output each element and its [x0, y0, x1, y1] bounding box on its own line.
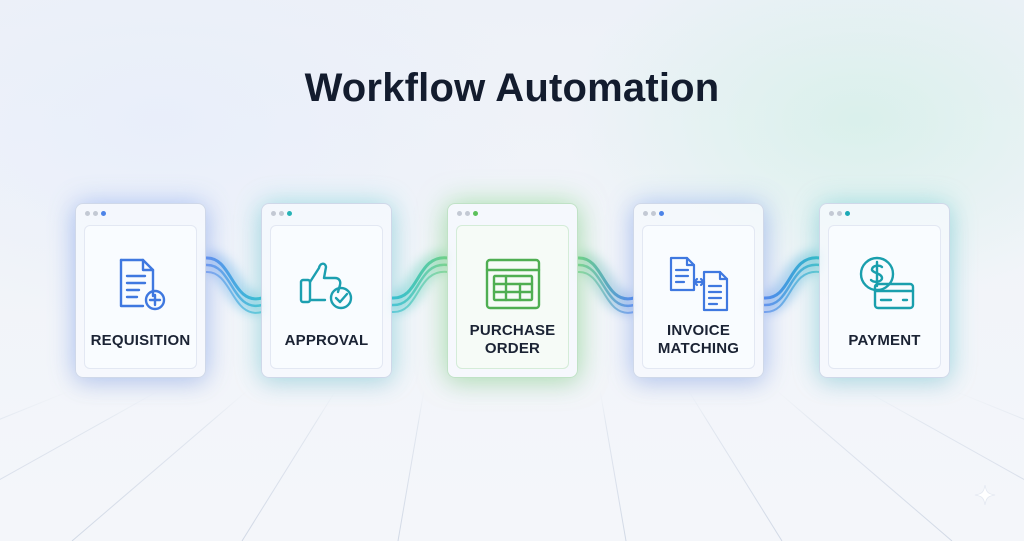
approval-thumbs-up-check-icon [299, 262, 352, 310]
step-label-line-2: ORDER [484, 340, 541, 357]
status-dot [473, 211, 478, 216]
step-label-approval: APPROVAL [284, 332, 369, 349]
status-dot [659, 211, 664, 216]
step-label-line-1: INVOICE [666, 322, 731, 339]
step-card-approval: APPROVAL [261, 203, 392, 378]
window-dots [643, 211, 664, 216]
step-label-requisition: REQUISITION [90, 332, 191, 349]
step-card-invoice-matching: INVOICE MATCHING [633, 203, 764, 378]
step-label-payment: PAYMENT [848, 332, 921, 349]
window-dots [829, 211, 850, 216]
sparkle-icon [974, 484, 996, 506]
step-label-invoice-matching: INVOICE MATCHING [643, 322, 754, 358]
window-dots [271, 211, 292, 216]
status-dot [845, 211, 850, 216]
purchase-order-table-icon [485, 258, 540, 310]
window-dots [457, 211, 478, 216]
step-card-requisition: REQUISITION [75, 203, 206, 378]
step-label-line-1: PURCHASE [469, 322, 556, 339]
step-card-payment: PAYMENT [819, 203, 950, 378]
invoice-matching-documents-arrows-icon [669, 256, 728, 312]
step-label-purchase-order: PURCHASE ORDER [457, 322, 568, 358]
status-dot [101, 211, 106, 216]
window-dots [85, 211, 106, 216]
step-card-purchase-order: PURCHASE ORDER [447, 203, 578, 378]
page-title: Workflow Automation [304, 66, 720, 110]
status-dot [287, 211, 292, 216]
requisition-document-plus-icon [119, 258, 165, 311]
step-label-line-2: MATCHING [657, 340, 740, 357]
payment-dollar-coin-card-icon [859, 256, 914, 310]
